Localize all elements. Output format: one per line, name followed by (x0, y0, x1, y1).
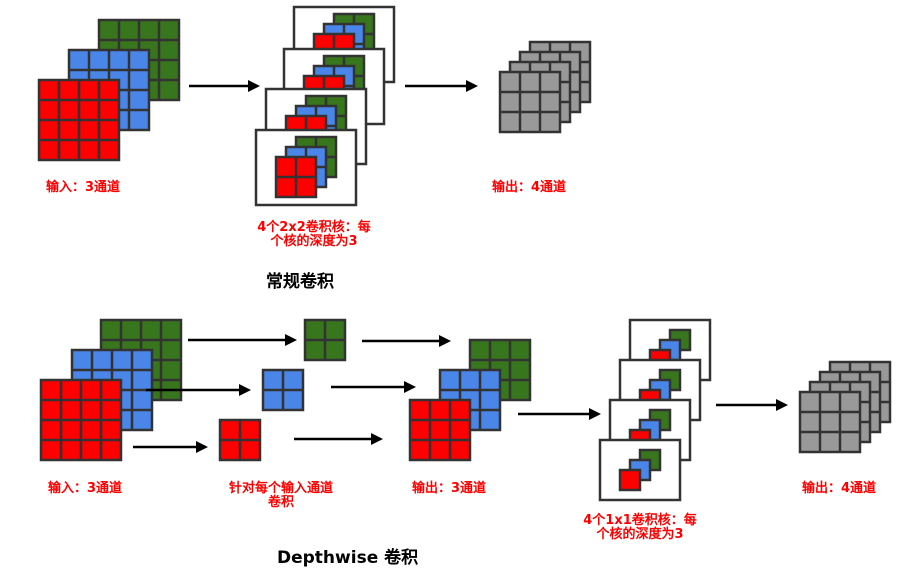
depthwise-title: Depthwise 卷积 (277, 548, 419, 568)
depthwise-kernel-blue (261, 368, 305, 412)
standard-output-channel-1 (498, 70, 562, 134)
depthwise-kernel-label-line2: 个核的深度为3 (596, 527, 684, 542)
depthwise-output-label: 输出：4通道 (802, 481, 877, 496)
standard-kernel-label-line2: 个核的深度为3 (270, 234, 358, 249)
standard-arrow-kernels-to-output-head (466, 80, 478, 92)
depthwise-kernel-label-line1: 4个1x1卷积核：每 (583, 513, 697, 528)
pointwise-kernel-1-red-channel-background (618, 468, 642, 492)
depthwise-arrow-mid-output-to-pointwise-head (589, 408, 601, 420)
standard-input-label: 输入：3通道 (46, 180, 121, 195)
depthwise-input-red-channel (39, 378, 123, 462)
standard-input-red-channel (37, 78, 121, 162)
standard-title: 常规卷积 (266, 272, 334, 292)
depthwise-arrow-green-to-kernel-head (285, 334, 297, 346)
standard-kernel-1-red-channel (274, 155, 318, 199)
depthwise-kernel-label: 4个1x1卷积核：每 个核的深度为3 (576, 514, 704, 542)
standard-output-channel-1-background (498, 70, 562, 134)
depthwise-arrow-green-kernel-to-output-head (439, 335, 451, 347)
depthwise-arrow-blue-to-kernel-head (239, 384, 251, 396)
depthwise-mid-output-red-channel (408, 398, 472, 462)
depthwise-per-channel-label-line1: 针对每个输入通道 (228, 481, 333, 496)
standard-arrow-input-to-kernels-head (248, 80, 260, 92)
standard-kernel-label: 4个2x2卷积核：每 个核的深度为3 (250, 221, 378, 249)
depthwise-per-channel-label-line2: 卷积 (267, 495, 294, 510)
depthwise-output-channel-1 (798, 390, 862, 454)
depthwise-arrow-red-kernel-to-output-head (371, 433, 383, 445)
pointwise-kernel-1-red-channel (618, 468, 642, 492)
depthwise-kernel-red (218, 418, 262, 462)
depthwise-arrow-blue-kernel-to-output-head (404, 381, 416, 393)
depthwise-mid-output-red-channel-background (408, 398, 472, 462)
standard-output-label: 输出：4通道 (492, 180, 567, 195)
depthwise-per-channel-label: 针对每个输入通道 卷积 (216, 482, 346, 510)
depthwise-arrow-red-to-kernel-head (196, 441, 208, 453)
depthwise-mid-output-label: 输出：3通道 (412, 481, 487, 496)
depthwise-kernel-green (303, 318, 347, 362)
standard-kernel-label-line1: 4个2x2卷积核：每 (257, 220, 371, 235)
depthwise-arrow-pointwise-to-output-head (776, 399, 788, 411)
depthwise-input-label: 输入：3通道 (48, 481, 123, 496)
depthwise-output-channel-1-background (798, 390, 862, 454)
